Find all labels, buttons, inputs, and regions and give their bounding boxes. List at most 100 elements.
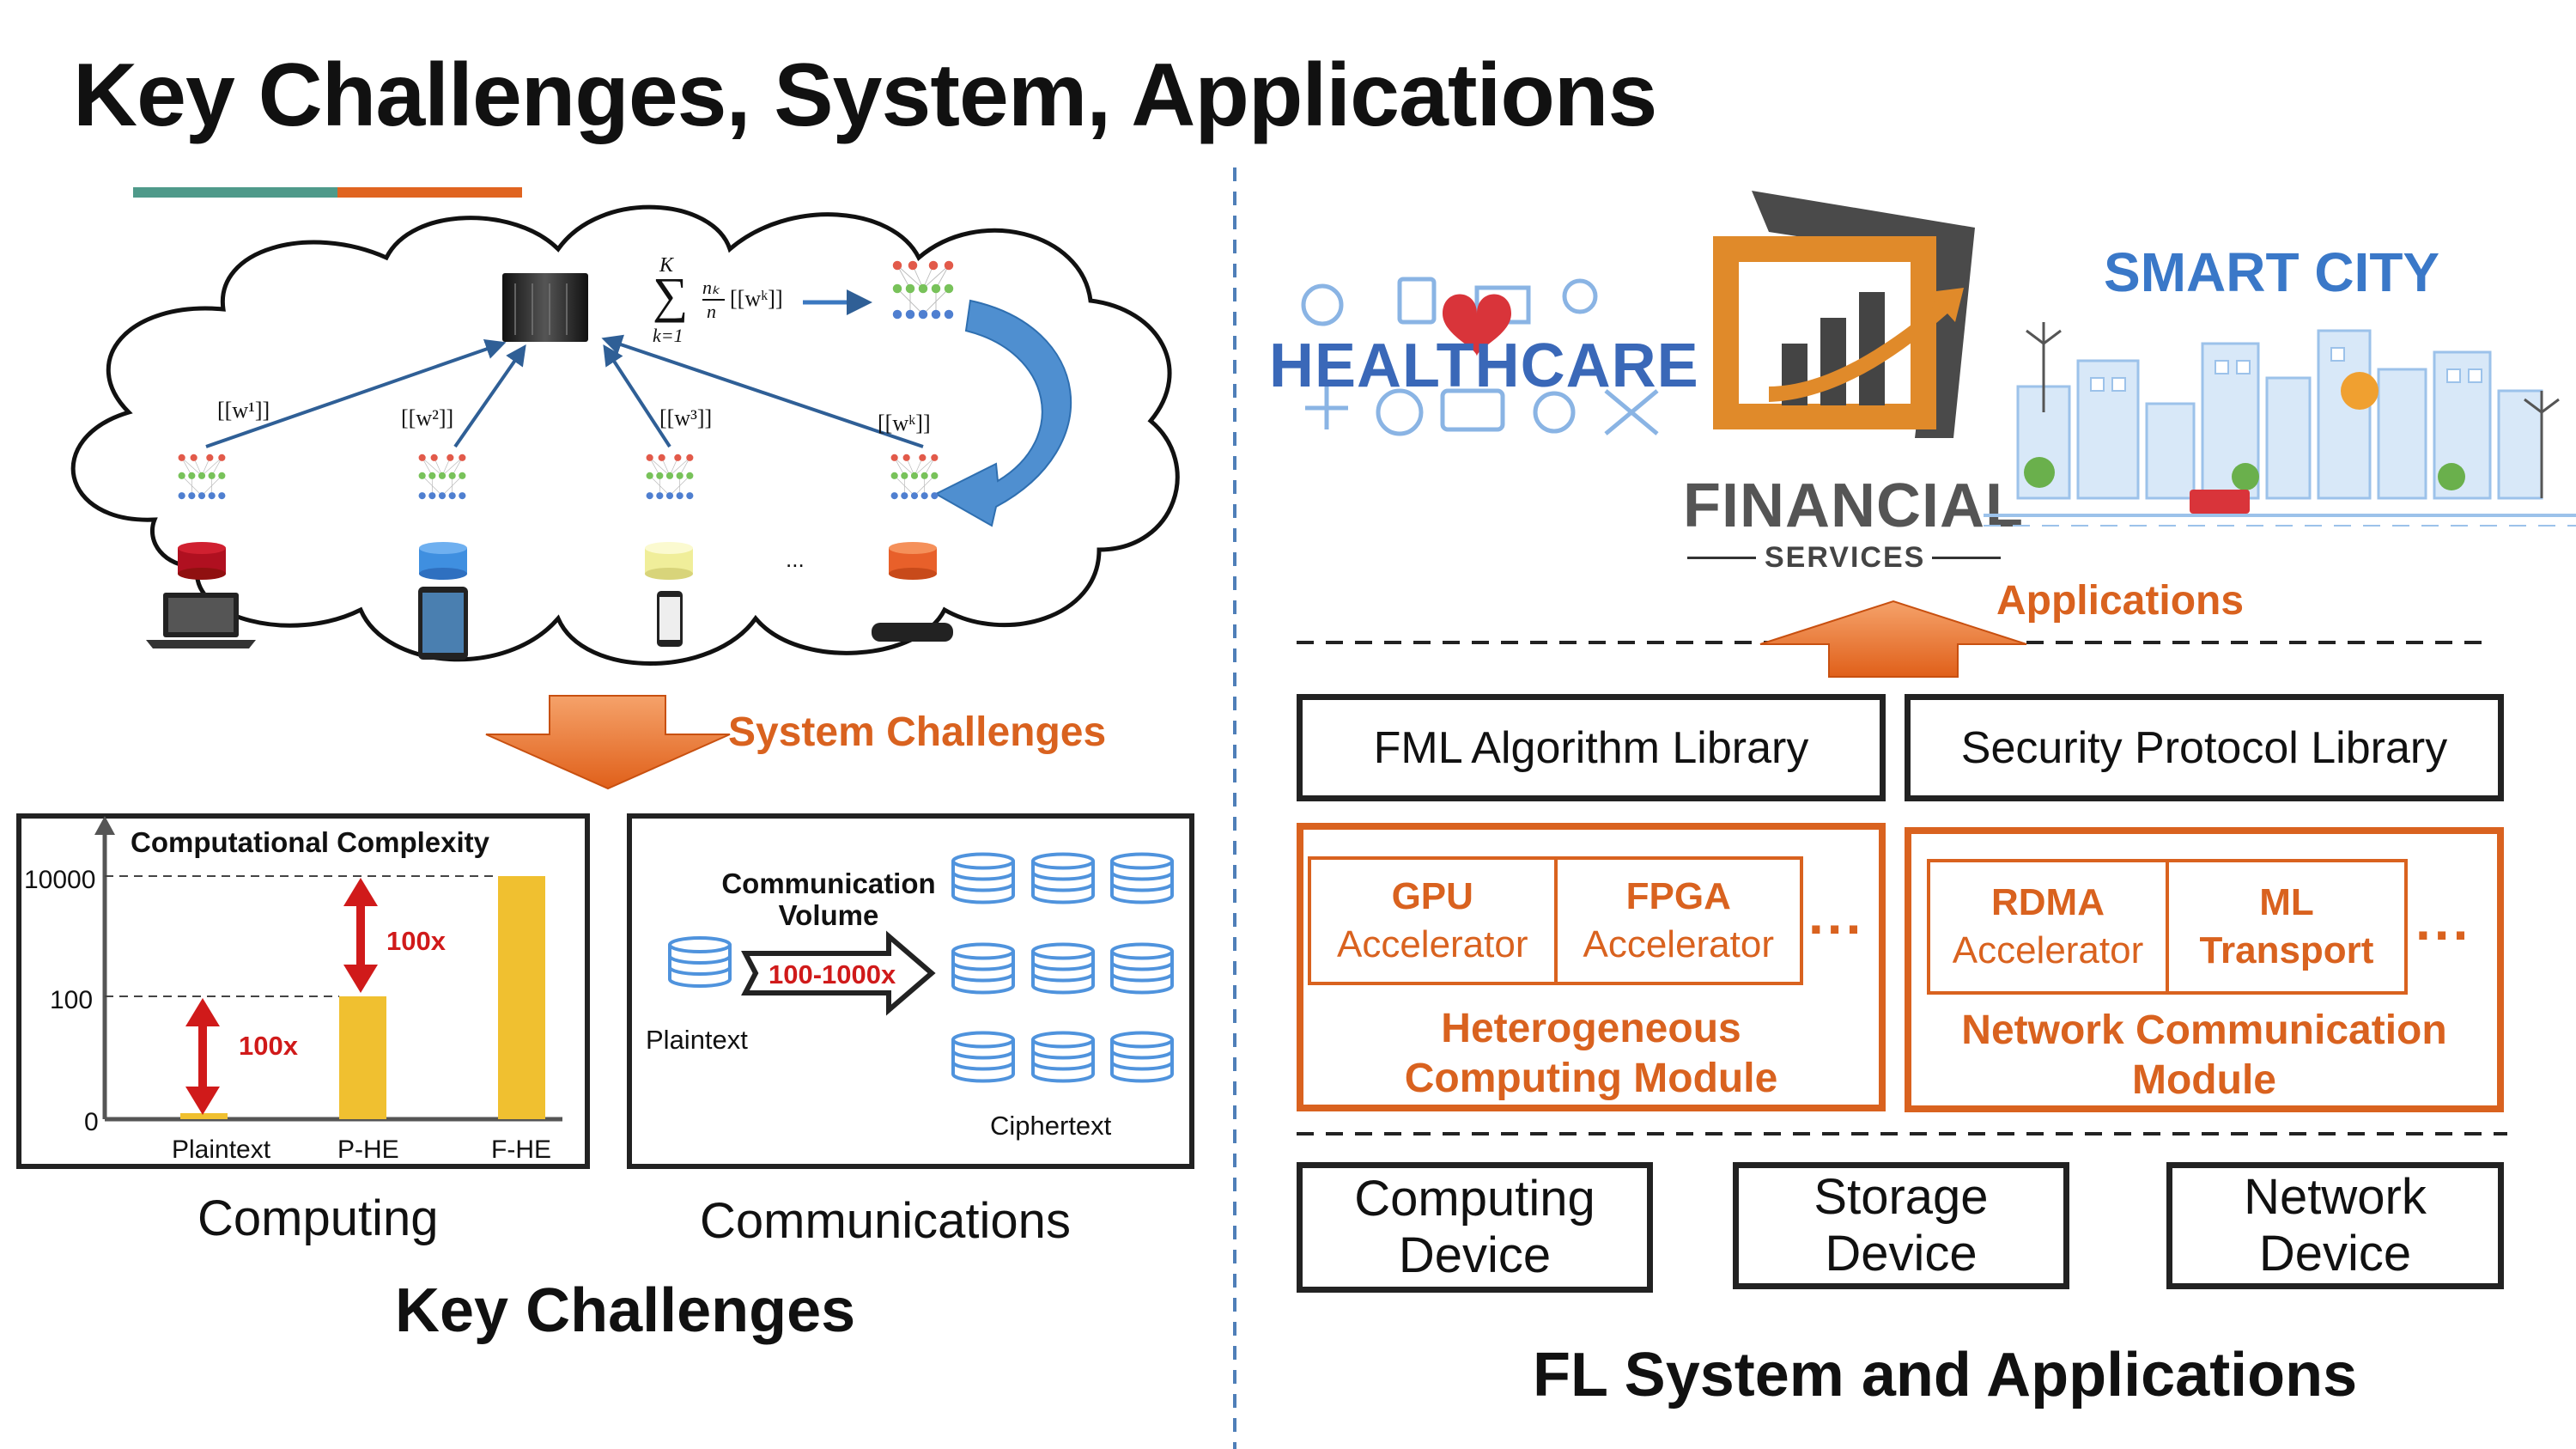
rdma-accelerator-line2: Accelerator bbox=[1952, 929, 2144, 971]
y-axis-arrowhead bbox=[94, 816, 115, 835]
fl-system-applications-title: FL System and Applications bbox=[1533, 1341, 2358, 1409]
smart-city-graphic: SMART CITY bbox=[1984, 240, 2576, 533]
client-data-icon bbox=[645, 542, 693, 580]
healthcare-label: HEALTHCARE bbox=[1269, 332, 1699, 400]
computing-chart-frame bbox=[16, 813, 590, 1169]
page-title: Key Challenges, System, Applications bbox=[73, 46, 1657, 145]
fml-algorithm-library-box: FML Algorithm Library bbox=[1297, 694, 1886, 801]
gpu-accelerator-line1: GPU bbox=[1391, 875, 1473, 917]
xtick-fhe: F-HE bbox=[491, 1135, 551, 1164]
plaintext-label: Plaintext bbox=[646, 1025, 748, 1055]
formula-fraction-bar bbox=[702, 299, 725, 301]
ytick-100: 100 bbox=[50, 986, 94, 1014]
healthcare-graphic: HEALTHCARE bbox=[1269, 262, 1698, 460]
ml-transport-line2: Transport bbox=[2199, 929, 2374, 971]
client-data-icon bbox=[419, 542, 467, 580]
hetero-ellipsis: ... bbox=[1808, 884, 1865, 946]
rdma-accelerator: RDMA Accelerator bbox=[1930, 862, 2166, 991]
communication-volume-arrow bbox=[741, 930, 936, 1016]
weight-label-3: [[w³]] bbox=[659, 405, 713, 430]
hetero-accelerators: GPU Accelerator FPGA Accelerator bbox=[1308, 856, 1803, 985]
computing-chart bbox=[94, 816, 562, 1122]
weight-label-1: [[w¹]] bbox=[217, 398, 270, 423]
communications-frame bbox=[627, 813, 1194, 1169]
storage-device-line2: Device bbox=[1825, 1226, 1978, 1282]
accent-bar-teal bbox=[133, 187, 337, 198]
clients-ellipsis: ... bbox=[786, 546, 805, 572]
financial-rule-left bbox=[1687, 557, 1756, 559]
weight-label-k: [[wᵏ]] bbox=[878, 411, 931, 435]
growth-arrow-phe-fhe bbox=[343, 878, 378, 993]
communications-caption: Communications bbox=[700, 1193, 1071, 1249]
growth-label-phe-fhe: 100x bbox=[386, 926, 446, 956]
fpga-accelerator-line1: FPGA bbox=[1625, 875, 1731, 917]
ml-transport-line1: ML bbox=[2259, 881, 2314, 923]
lower-separator bbox=[1297, 1132, 2507, 1135]
network-title-line1: Network Communication bbox=[1961, 1008, 2447, 1053]
applications-arrow bbox=[1759, 600, 2027, 678]
financial-rule-right bbox=[1932, 557, 2001, 559]
system-challenges-label: System Challenges bbox=[728, 709, 1107, 755]
communication-multiplier: 100-1000x bbox=[769, 959, 896, 989]
bar-plaintext bbox=[180, 1113, 228, 1119]
applications-label: Applications bbox=[1996, 578, 2245, 624]
financial-sub-label: SERVICES bbox=[1765, 541, 1926, 574]
growth-label-plaintext-phe: 100x bbox=[239, 1031, 298, 1061]
gpu-accelerator-line2: Accelerator bbox=[1336, 923, 1528, 965]
healthcare-icons bbox=[1301, 277, 1659, 436]
financial-services-logo: FINANCIAL SERVICES bbox=[1679, 180, 2023, 575]
communication-volume-label: Communication bbox=[721, 868, 936, 899]
network-ellipsis: ... bbox=[2415, 890, 2472, 952]
rdma-accelerator-line1: RDMA bbox=[1991, 881, 2105, 923]
tablet-icon bbox=[418, 587, 468, 660]
server-icon bbox=[502, 273, 588, 342]
ml-transport: ML Transport bbox=[2166, 862, 2404, 991]
network-communication-module bbox=[1905, 827, 2504, 1112]
system-challenges-arrow bbox=[485, 695, 731, 790]
growth-arrow-plaintext-phe bbox=[185, 998, 220, 1115]
fpga-accelerator: FPGA Accelerator bbox=[1553, 860, 1801, 982]
formula-term: [[wᵏ]] bbox=[730, 286, 783, 311]
network-title-line2: Module bbox=[2132, 1057, 2276, 1103]
formula-fraction-numerator: nₖ bbox=[702, 277, 720, 298]
formula-fraction-denominator: n bbox=[707, 301, 716, 322]
laptop-icon bbox=[146, 593, 256, 648]
client-data-icon bbox=[178, 542, 226, 580]
communication-volume-label-line2: Volume bbox=[778, 899, 879, 931]
formula-sigma: ∑ bbox=[653, 267, 689, 323]
chart-title: Computational Complexity bbox=[131, 826, 490, 858]
smart-city-label: SMART CITY bbox=[2104, 241, 2440, 303]
bar-phe bbox=[339, 996, 386, 1119]
fml-algorithm-library-label: FML Algorithm Library bbox=[1373, 722, 1809, 773]
accent-bar-orange bbox=[337, 187, 522, 198]
network-accelerators: RDMA Accelerator ML Transport bbox=[1927, 859, 2408, 995]
xtick-phe: P-HE bbox=[337, 1135, 399, 1164]
formula-sum-bottom: k=1 bbox=[653, 325, 683, 346]
ytick-0: 0 bbox=[84, 1108, 99, 1136]
hetero-title-line2: Computing Module bbox=[1404, 1056, 1778, 1101]
router-icon bbox=[872, 623, 953, 642]
network-device-line2: Device bbox=[2258, 1226, 2412, 1282]
weight-label-2: [[w²]] bbox=[401, 405, 454, 430]
bar-fhe bbox=[498, 876, 545, 1119]
computing-device-line2: Device bbox=[1398, 1227, 1552, 1283]
financial-label: FINANCIAL bbox=[1683, 472, 2024, 540]
security-protocol-library-box: Security Protocol Library bbox=[1905, 694, 2504, 801]
distribute-arrow bbox=[933, 299, 1072, 527]
storage-device-line1: Storage bbox=[1814, 1169, 1989, 1225]
client-data-icon bbox=[889, 542, 937, 580]
gpu-accelerator: GPU Accelerator bbox=[1311, 860, 1554, 982]
financial-logo-icon bbox=[1713, 191, 1975, 438]
key-challenges-title: Key Challenges bbox=[395, 1276, 856, 1345]
ciphertext-label: Ciphertext bbox=[990, 1111, 1112, 1141]
city-skyline-icons bbox=[1984, 322, 2576, 527]
phone-icon bbox=[657, 591, 683, 647]
hetero-title-line1: Heterogeneous bbox=[1441, 1006, 1741, 1051]
ytick-10000: 10000 bbox=[24, 866, 96, 894]
security-protocol-library-label: Security Protocol Library bbox=[1960, 722, 2448, 773]
fpga-accelerator-line2: Accelerator bbox=[1583, 923, 1775, 965]
